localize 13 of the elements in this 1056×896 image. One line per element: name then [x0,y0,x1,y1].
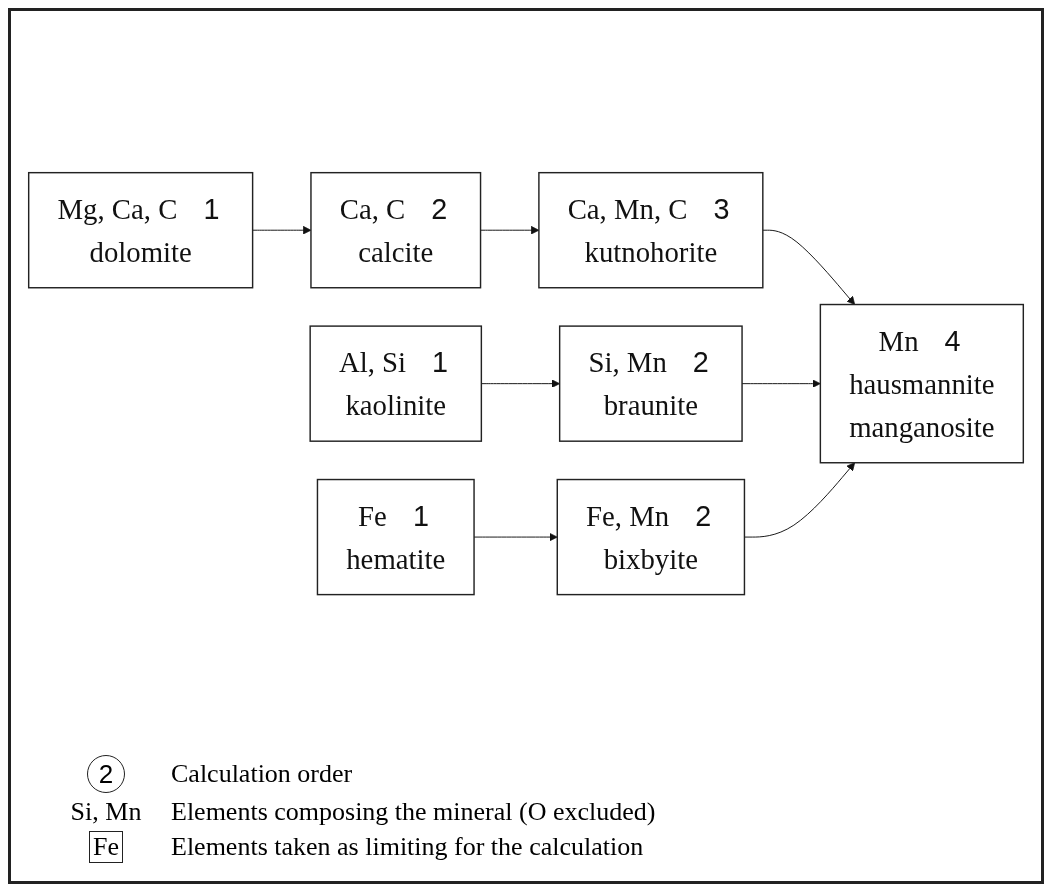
legend-text: Calculation order [171,759,353,789]
node-box: Fe, Mn 2 bixbyite [556,479,746,596]
node-box: Mn 4 hausmannite manganosite [819,304,1025,464]
node-box: Al, Si 1 kaolinite [309,325,483,443]
legend-text: Elements taken as limiting for the calculation [171,832,644,862]
legend-boxed-sample: Fe [89,831,123,863]
node-box: Fe 1 hematite [316,479,475,596]
node-box: Ca, Mn, C 3 kutnohorite [538,172,764,289]
node-box: Si, Mn 2 braunite [558,325,743,443]
node-box: Mg, Ca, C 1 dolomite [27,172,254,289]
legend-text: Elements composing the mineral (O excluded) [171,797,656,827]
node-box: Ca, C 2 calcite [310,172,482,289]
legend-sample-text: Si, Mn [70,797,142,827]
